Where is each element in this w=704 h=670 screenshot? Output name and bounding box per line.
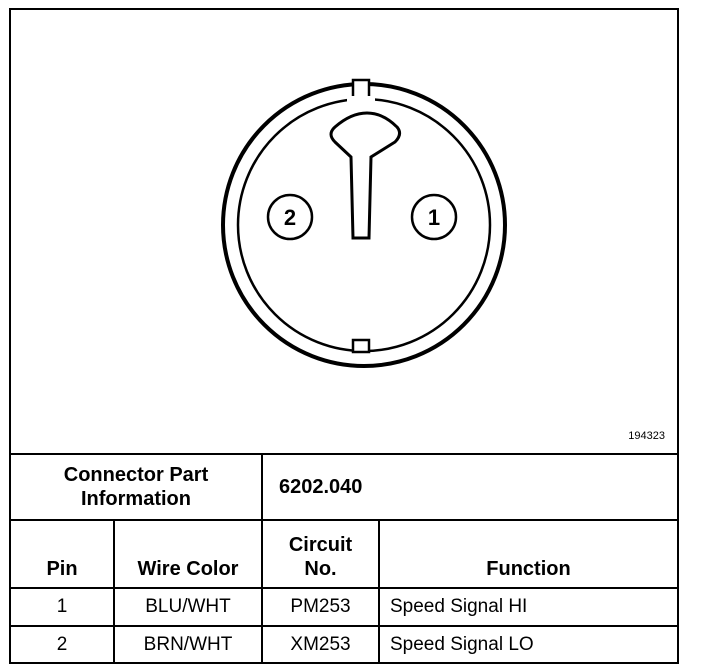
header-function: Function (377, 519, 678, 589)
row-2-function: Speed Signal LO (377, 625, 678, 663)
row-1-circuit: PM253 (261, 587, 380, 627)
table-row: 2 BRN/WHT XM253 Speed Signal LO (11, 625, 678, 663)
pin-1-marker: 1 (410, 193, 458, 241)
table-row: 1 BLU/WHT PM253 Speed Signal HI (11, 587, 678, 627)
table-header-row: Pin Wire Color Circuit No. Function (11, 519, 678, 589)
header-circuit: Circuit No. (261, 519, 380, 589)
pin-1-label: 1 (428, 205, 440, 230)
connector-diagram: 2 1 (221, 78, 507, 368)
row-1-function: Speed Signal HI (377, 587, 678, 627)
row-2-wire-color: BRN/WHT (113, 625, 263, 663)
connector-keyway (329, 111, 402, 240)
connector-part-number: 6202.040 (260, 453, 678, 521)
header-wire-color: Wire Color (113, 519, 263, 589)
pin-2-marker: 2 (266, 193, 314, 241)
pin-2-label: 2 (284, 205, 296, 230)
row-1-pin: 1 (11, 587, 115, 627)
connector-table: Connector Part Information 6202.040 Pin … (11, 453, 678, 663)
connector-part-label: Connector Part Information (11, 453, 263, 521)
connector-top-tab (347, 78, 375, 102)
row-2-pin: 2 (11, 625, 115, 663)
connector-info-row: Connector Part Information 6202.040 (11, 453, 678, 521)
connector-frame: 2 1 194323 Connector Part Information 62… (9, 8, 679, 664)
row-2-circuit: XM253 (261, 625, 380, 663)
row-1-wire-color: BLU/WHT (113, 587, 263, 627)
figure-id: 194323 (628, 430, 665, 442)
connector-bottom-tab (351, 338, 371, 354)
header-pin: Pin (11, 519, 115, 589)
